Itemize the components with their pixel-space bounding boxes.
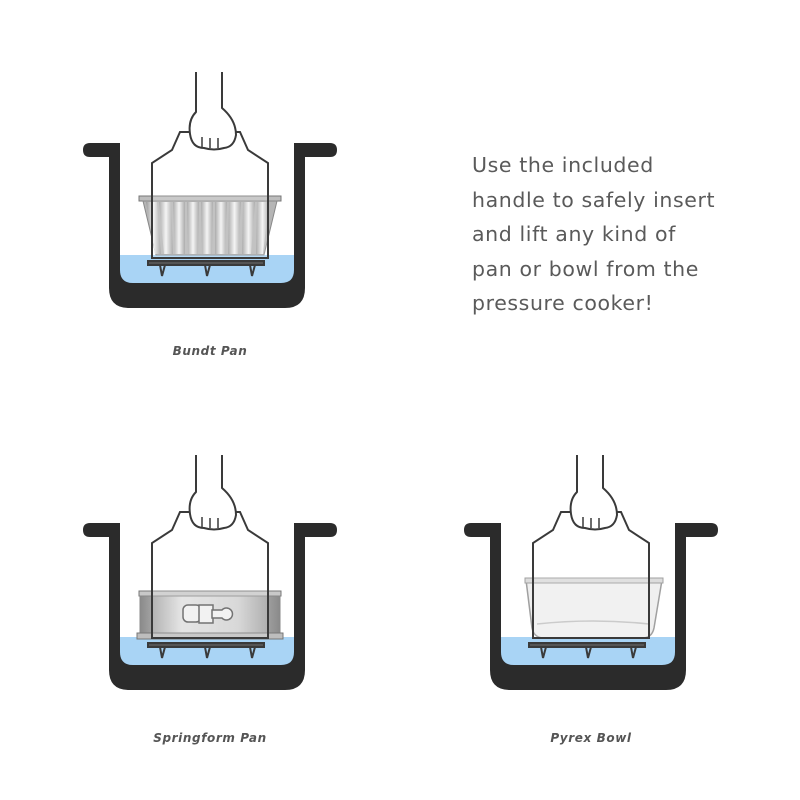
trivet-icon [147,642,265,659]
pyrex-bowl-panel: Pyrex Bowl [381,380,781,800]
bundt-pan-icon [138,195,282,256]
pyrex-bowl-icon [524,577,664,639]
springform-pan-illustration [83,455,337,690]
water [499,637,677,666]
latch-icon [182,604,234,624]
springform-pan-panel: Springform Pan [0,380,400,800]
water [118,255,296,284]
description-line: and lift any kind of [472,222,676,246]
description-line: handle to safely insert [472,187,716,212]
caption-pyrex-bowl: Pyrex Bowl [550,731,632,745]
sling-handle-icon [532,511,650,639]
caption-bundt-pan: Bundt Pan [172,344,248,358]
bundt-pan-panel: Bundt Pan [0,0,400,400]
pyrex-bowl-illustration [464,455,718,690]
description-text: Use the included handle to safely insert… [472,148,772,321]
sling-handle-icon [151,511,269,639]
hand-icon [569,455,618,531]
water [118,637,296,666]
description-line: pressure cooker! [472,291,654,315]
bundt-pan-illustration [83,72,337,308]
trivet-icon [147,260,265,277]
sling-handle-icon [151,131,269,259]
springform-pan-icon [136,590,284,640]
caption-springform-pan: Springform Pan [153,731,267,745]
hand-icon [188,72,237,151]
description-line: pan or bowl from the [472,256,699,281]
hand-icon [188,455,237,531]
trivet-icon [528,642,646,659]
description-line: Use the included [472,153,654,177]
